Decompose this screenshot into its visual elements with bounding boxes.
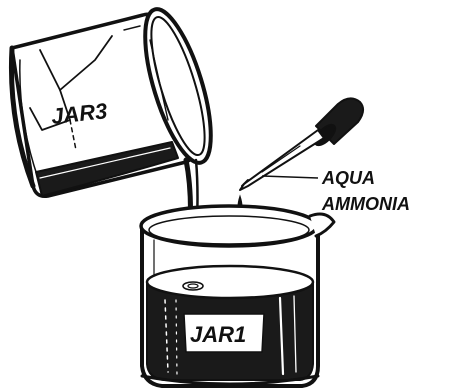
dropper-leader <box>262 176 318 178</box>
dropper-label-line2: AMMONIA <box>321 194 410 214</box>
jar1-beaker <box>141 206 334 386</box>
dropper-label-line1: AQUA <box>321 168 375 188</box>
jar3-beaker <box>11 2 224 196</box>
jar1-label: JAR1 <box>190 322 246 347</box>
